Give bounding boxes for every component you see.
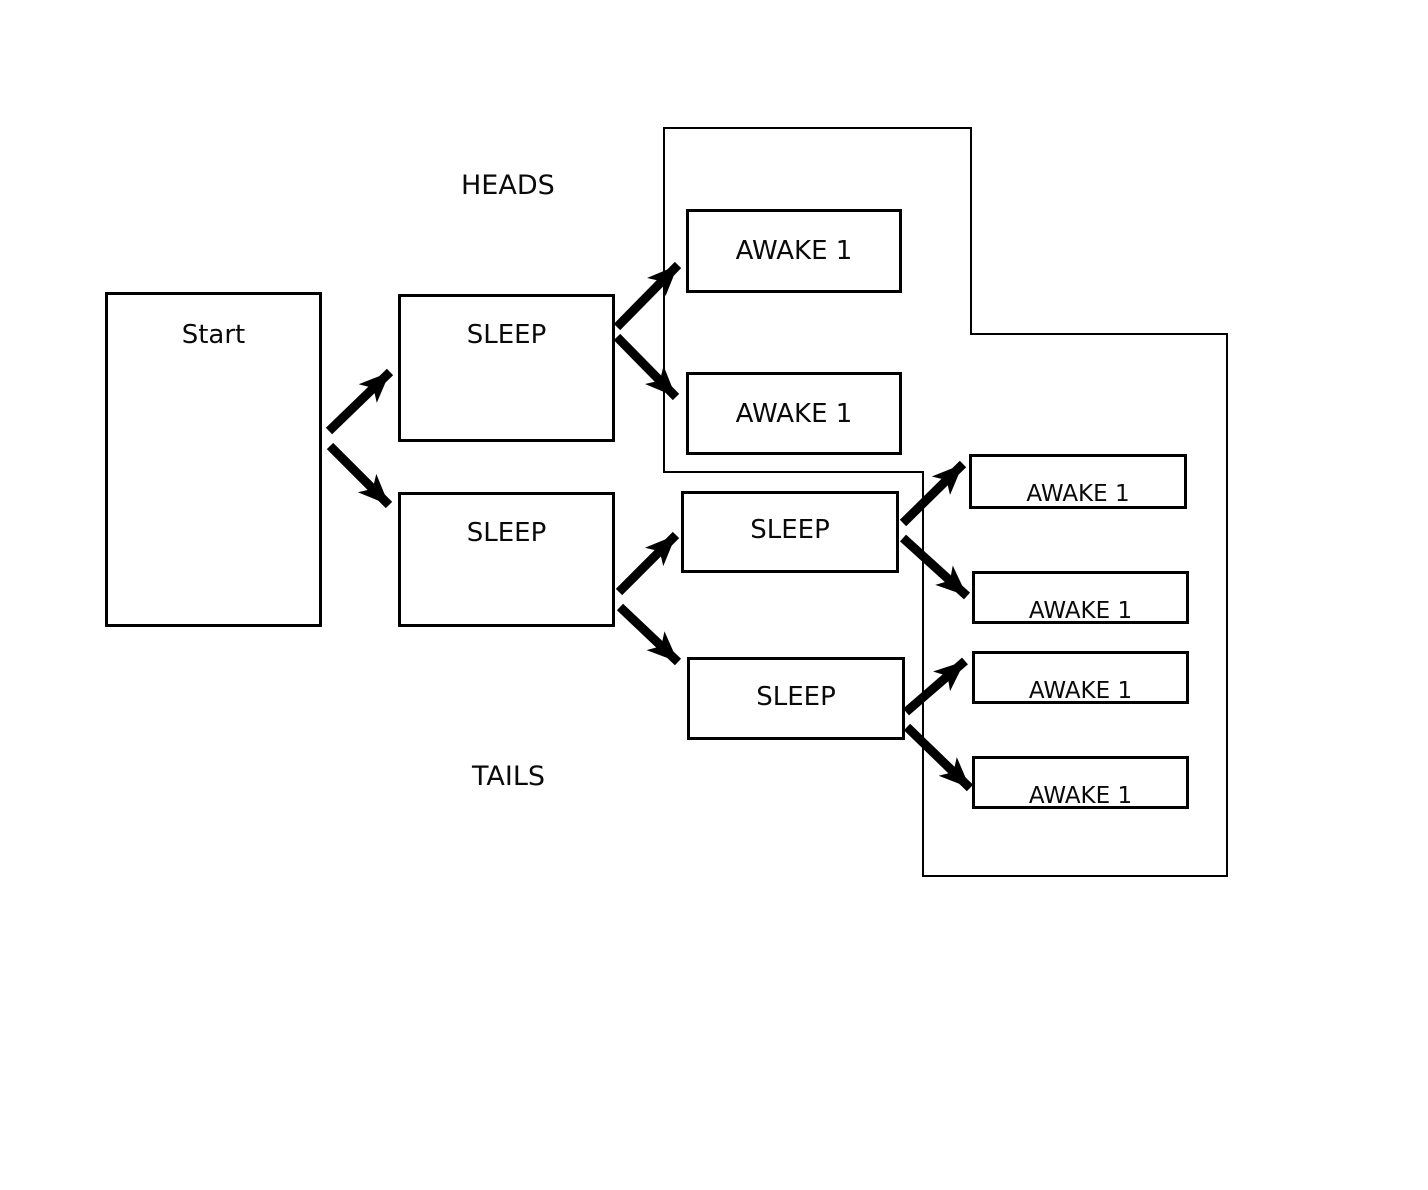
node-label: AWAKE 1 [1028,783,1133,809]
outcome-groups-outline [663,127,1228,877]
arrow-sleep-b-to-awake4 [903,723,974,792]
node-label: Start [181,320,246,350]
arrow-start-to-sleep-tails [326,442,393,509]
node-sleep-tails-b: SLEEP [687,657,905,740]
node-label: SLEEP [756,682,836,712]
node-sleep-tails-a: SLEEP [681,491,899,573]
arrow-sleepheads-to-awake2 [613,333,680,401]
node-awake-tails-4: AWAKE 1 [972,756,1189,809]
node-label: SLEEP [466,320,547,350]
node-sleep-heads: SLEEP [398,294,615,442]
node-label: AWAKE 1 [1028,598,1133,624]
node-sleep-tails: SLEEP [398,492,615,627]
arrow-sleepheads-to-awake1 [613,261,682,331]
node-awake-tails-2: AWAKE 1 [972,571,1189,624]
node-label: SLEEP [750,515,830,545]
arrow-sleeptails-to-sleep-b [616,603,682,666]
arrow-sleep-b-to-awake3 [903,657,968,716]
node-label: AWAKE 1 [1028,678,1133,704]
node-awake-tails-1: AWAKE 1 [969,454,1187,509]
arrow-start-to-sleep-heads [325,368,394,435]
arrow-sleep-a-to-awake1 [899,460,967,527]
node-awake-tails-3: AWAKE 1 [972,651,1189,704]
node-awake-heads-2: AWAKE 1 [686,372,902,455]
node-label: AWAKE 1 [735,398,853,429]
node-awake-heads-1: AWAKE 1 [686,209,902,293]
branch-label-tails: TAILS [472,761,546,792]
arrow-sleep-a-to-awake2 [899,534,971,600]
arrow-sleeptails-to-sleep-a [615,531,680,596]
node-label: AWAKE 1 [735,236,853,266]
node-start: Start [105,292,322,627]
node-label: AWAKE 1 [1026,481,1130,507]
node-label: SLEEP [466,518,547,548]
branch-label-heads: HEADS [461,170,555,201]
